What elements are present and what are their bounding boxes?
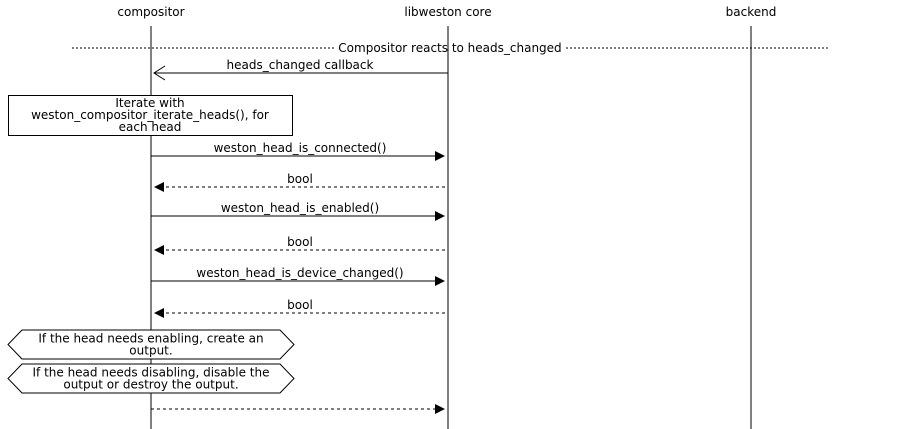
- participant-label-compositor: compositor: [117, 5, 184, 19]
- note-line-enable-head-note-0: If the head needs enabling, create an: [38, 332, 263, 346]
- note-line-enable-head-note-1: output.: [129, 344, 172, 358]
- note-line-disable-head-note-0: If the head needs disabling, disable the: [32, 366, 269, 380]
- arrowhead-weston-head-is-device-changed: [435, 276, 445, 286]
- message-label-weston-head-is-enabled: weston_head_is_enabled(): [221, 201, 379, 215]
- message-label-heads-changed-callback: heads_changed callback: [227, 58, 374, 72]
- arrowhead-bool-return-1: [154, 182, 164, 192]
- note-line-iterate-heads-note-1: weston_compositor_iterate_heads(), for: [31, 108, 269, 122]
- note-line-disable-head-note-1: output or destroy the output.: [63, 378, 238, 392]
- arrowhead-final-return: [435, 404, 445, 414]
- arrowhead-heads-changed-callback: [153, 65, 166, 81]
- message-label-bool-return-2: bool: [287, 235, 313, 249]
- arrowhead-bool-return-3: [154, 308, 164, 318]
- arrowhead-weston-head-is-connected: [435, 151, 445, 161]
- message-label-weston-head-is-connected: weston_head_is_connected(): [214, 141, 387, 155]
- participant-label-libweston-core: libweston core: [404, 5, 491, 19]
- arrowhead-weston-head-is-enabled: [435, 211, 445, 221]
- note-hex-enable-head-note: [7, 329, 295, 360]
- participant-label-backend: backend: [726, 5, 777, 19]
- message-label-bool-return-1: bool: [287, 172, 313, 186]
- separator-label: Compositor reacts to heads_changed: [338, 41, 561, 55]
- note-line-iterate-heads-note-2: each head: [119, 120, 182, 134]
- arrowhead-bool-return-2: [154, 245, 164, 255]
- message-label-weston-head-is-device-changed: weston_head_is_device_changed(): [196, 266, 403, 280]
- note-line-iterate-heads-note-0: Iterate with: [115, 96, 184, 110]
- message-label-bool-return-3: bool: [287, 298, 313, 312]
- note-box-iterate-heads-note: [8, 95, 293, 136]
- note-hex-disable-head-note: [7, 363, 295, 394]
